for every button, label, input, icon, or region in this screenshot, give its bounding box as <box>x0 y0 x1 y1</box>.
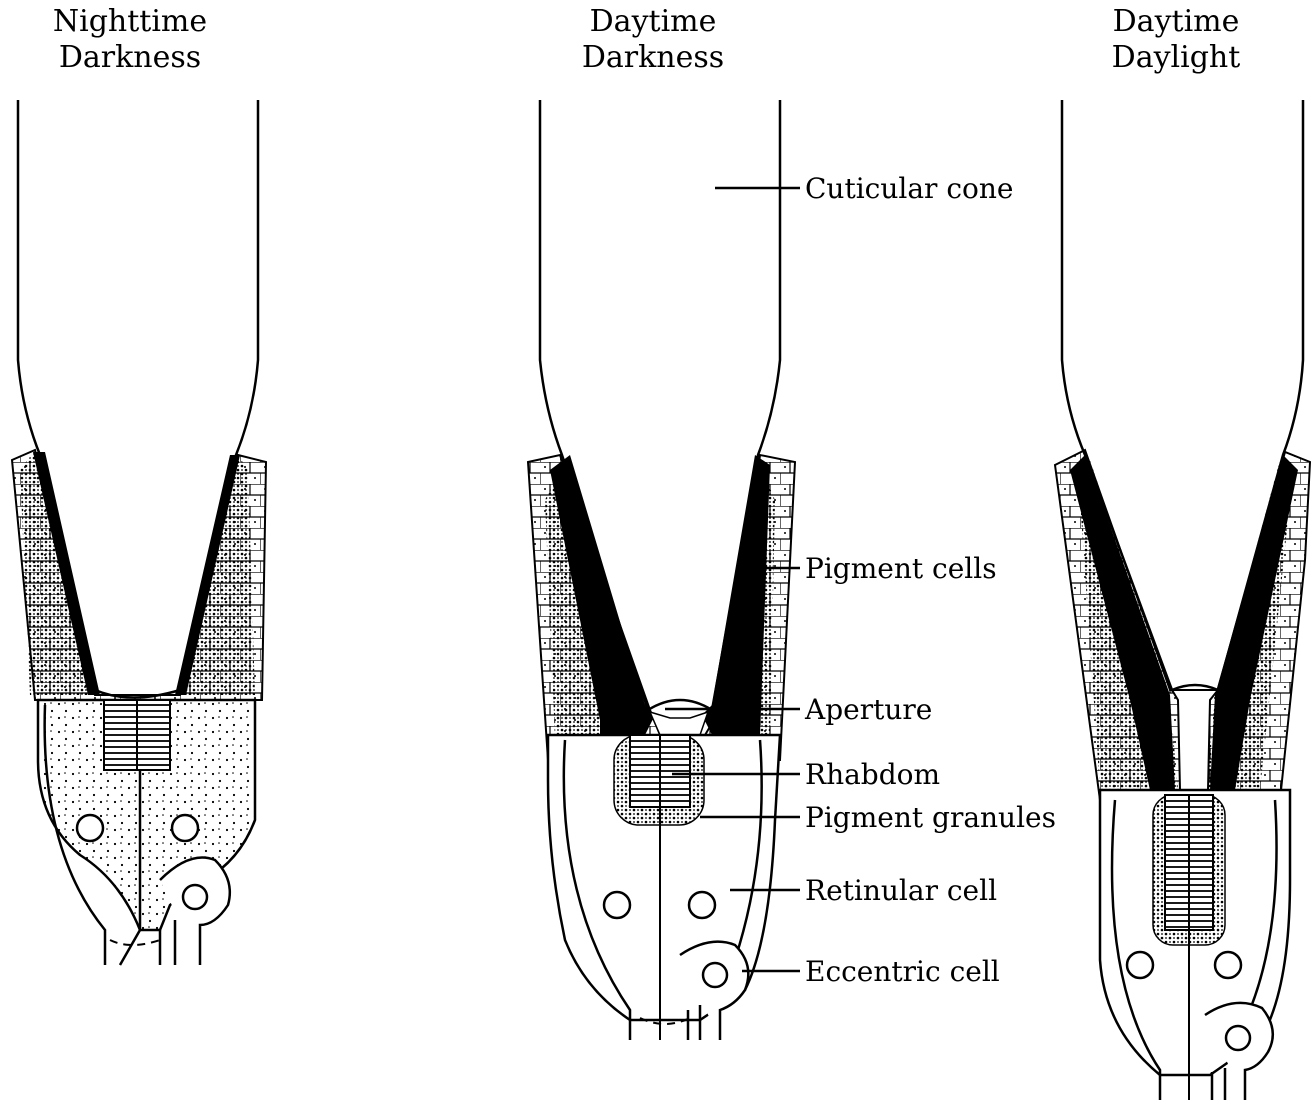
ommatidium-daytime-daylight <box>1055 100 1310 1100</box>
label-aperture: Aperture <box>804 693 932 726</box>
retinular-nucleus <box>689 892 715 918</box>
pigment-black-right <box>702 455 770 735</box>
eccentric-nucleus <box>703 963 727 987</box>
label-rhabdom: Rhabdom <box>805 758 940 791</box>
ommatidium-nighttime-darkness <box>12 100 266 965</box>
label-pigment-cells: Pigment cells <box>805 552 997 585</box>
label-pigment-granules: Pigment granules <box>805 801 1056 834</box>
aperture <box>650 712 708 735</box>
eccentric-nucleus <box>1226 1026 1250 1050</box>
label-eccentric-cell: Eccentric cell <box>805 955 1000 988</box>
annotation-pigment-cells: Pigment cells <box>755 552 997 585</box>
eccentric-nucleus <box>183 885 207 909</box>
retinular-nucleus <box>1127 952 1153 978</box>
label-cuticular-cone: Cuticular cone <box>805 172 1013 205</box>
annotation-eccentric-cell: Eccentric cell <box>742 955 1000 988</box>
retinular-nucleus <box>77 815 103 841</box>
ommatidium-daytime-darkness <box>528 100 795 1040</box>
retinular-nucleus <box>1215 952 1241 978</box>
retinular-nucleus <box>172 815 198 841</box>
eccentric-cell <box>160 858 230 966</box>
label-retinular-cell: Retinular cell <box>805 874 997 907</box>
annotation-cuticular-cone: Cuticular cone <box>715 172 1013 205</box>
retinular-nucleus <box>604 892 630 918</box>
